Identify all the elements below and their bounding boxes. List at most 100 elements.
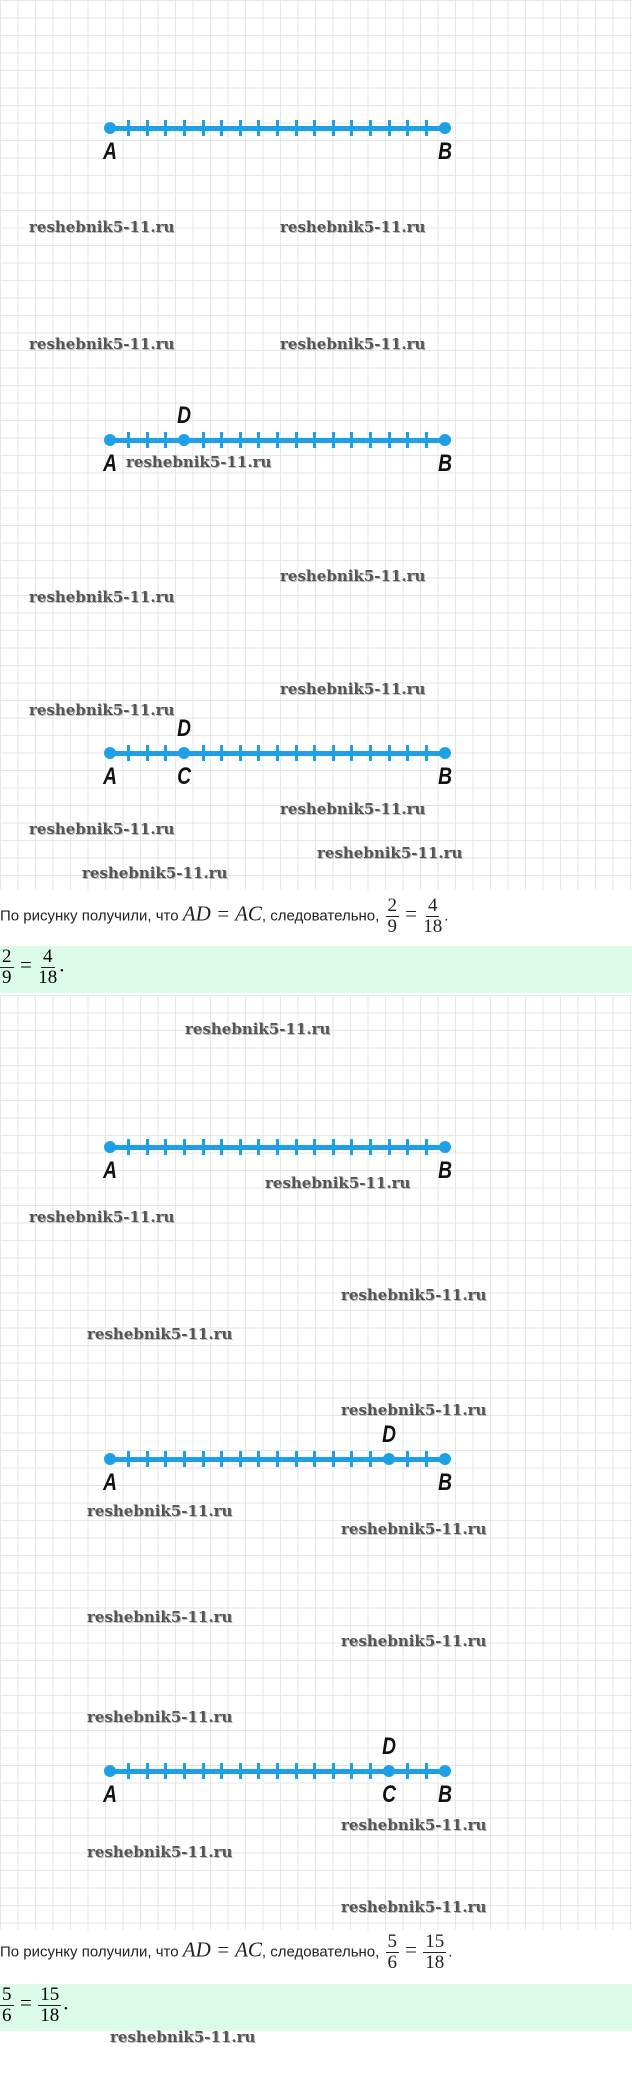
point-label-d: D (177, 402, 192, 429)
tick-mark (294, 1139, 298, 1155)
point-label-b: B (438, 1781, 452, 1808)
equals-sign: = (19, 952, 32, 977)
tick-mark (201, 432, 205, 448)
tick-mark (276, 120, 279, 136)
tick-mark (145, 745, 149, 761)
tick-mark (127, 745, 131, 761)
watermark: reshebnik5-11.ru (341, 1632, 487, 1650)
tick-mark (238, 1451, 242, 1467)
watermark: reshebnik5-11.ru (29, 218, 175, 236)
point-dot (104, 747, 116, 759)
equation-ad-ac: AD = AC (182, 901, 262, 926)
tick-mark (406, 1763, 410, 1779)
point-dot (439, 747, 451, 759)
point-label-a: A (103, 138, 117, 165)
tick-mark (331, 1451, 335, 1467)
tick-mark (127, 432, 131, 448)
tick-mark (182, 1763, 186, 1779)
tick-mark (220, 1139, 224, 1155)
tick-mark (424, 432, 428, 448)
point-dot (439, 434, 451, 446)
tick-mark (313, 120, 317, 136)
tick-mark (238, 1763, 242, 1779)
watermark: reshebnik5-11.ru (87, 1708, 233, 1726)
watermark: reshebnik5-11.ru (29, 701, 175, 719)
point-label-a: A (103, 450, 117, 477)
tick-mark (127, 120, 131, 136)
tick-mark (257, 1451, 261, 1467)
tick-mark (182, 1139, 186, 1155)
tick-mark (127, 1139, 131, 1155)
point-label-b: B (438, 763, 452, 790)
tick-mark (164, 1139, 168, 1155)
watermark: reshebnik5-11.ru (280, 218, 426, 236)
tick-mark (220, 120, 224, 136)
tick-mark (164, 432, 168, 448)
tick-mark (313, 1451, 317, 1467)
tick-mark (164, 1451, 168, 1467)
tick-mark (238, 745, 242, 761)
point-dot (104, 434, 116, 446)
tick-mark (201, 1451, 205, 1467)
tick-mark (406, 1139, 410, 1155)
tick-mark (257, 1139, 261, 1155)
point-label-a: A (103, 1469, 117, 1496)
equals-sign: = (405, 1937, 418, 1962)
tick-mark (369, 745, 373, 761)
tick-mark (257, 1763, 261, 1779)
tick-mark (331, 432, 335, 448)
tick-mark (294, 1763, 298, 1779)
tick-mark (331, 1763, 335, 1779)
tick-mark (406, 745, 410, 761)
watermark: reshebnik5-11.ru (87, 1325, 233, 1343)
tick-mark (145, 1139, 149, 1155)
watermark: reshebnik5-11.ru (87, 1608, 233, 1626)
tick-mark (220, 1451, 224, 1467)
conclusion-middle: , следовательно, (261, 1943, 380, 1961)
point-dot (104, 122, 116, 134)
conclusion-prefix: По рисунку получили, что (0, 1943, 179, 1961)
watermark: reshebnik5-11.ru (265, 1174, 411, 1192)
tick-mark (387, 1139, 391, 1155)
point-dot (104, 1141, 116, 1153)
tick-mark (406, 432, 410, 448)
tick-mark (276, 1139, 279, 1155)
tick-mark (369, 1763, 373, 1779)
tick-mark (313, 745, 317, 761)
tick-mark (220, 432, 224, 448)
point-dot (439, 122, 451, 134)
tick-mark (220, 1763, 224, 1779)
tick-mark (201, 745, 205, 761)
tick-mark (313, 1139, 317, 1155)
tick-mark (201, 120, 205, 136)
tick-mark (331, 745, 335, 761)
tick-mark (257, 120, 261, 136)
watermark: reshebnik5-11.ru (341, 1286, 487, 1304)
point-dot (178, 434, 191, 446)
watermark: reshebnik5-11.ru (185, 1020, 331, 1038)
watermark: reshebnik5-11.ru (280, 335, 426, 353)
watermark: reshebnik5-11.ru (341, 1816, 487, 1834)
point-dot (383, 1765, 396, 1777)
tick-mark (238, 432, 242, 448)
equation-ad-ac: AD = AC (182, 1937, 262, 1962)
point-dot (383, 1453, 396, 1465)
watermark: reshebnik5-11.ru (82, 864, 228, 882)
watermark: reshebnik5-11.ru (280, 680, 426, 698)
tick-mark (350, 120, 354, 136)
point-label-b: B (438, 1157, 452, 1184)
point-label-a: A (103, 1157, 117, 1184)
tick-mark (406, 120, 410, 136)
point-label-c: C (382, 1781, 397, 1808)
point-dot (178, 747, 191, 759)
tick-mark (313, 432, 317, 448)
tick-mark (406, 1451, 410, 1467)
tick-mark (350, 745, 354, 761)
tick-mark (182, 1451, 186, 1467)
